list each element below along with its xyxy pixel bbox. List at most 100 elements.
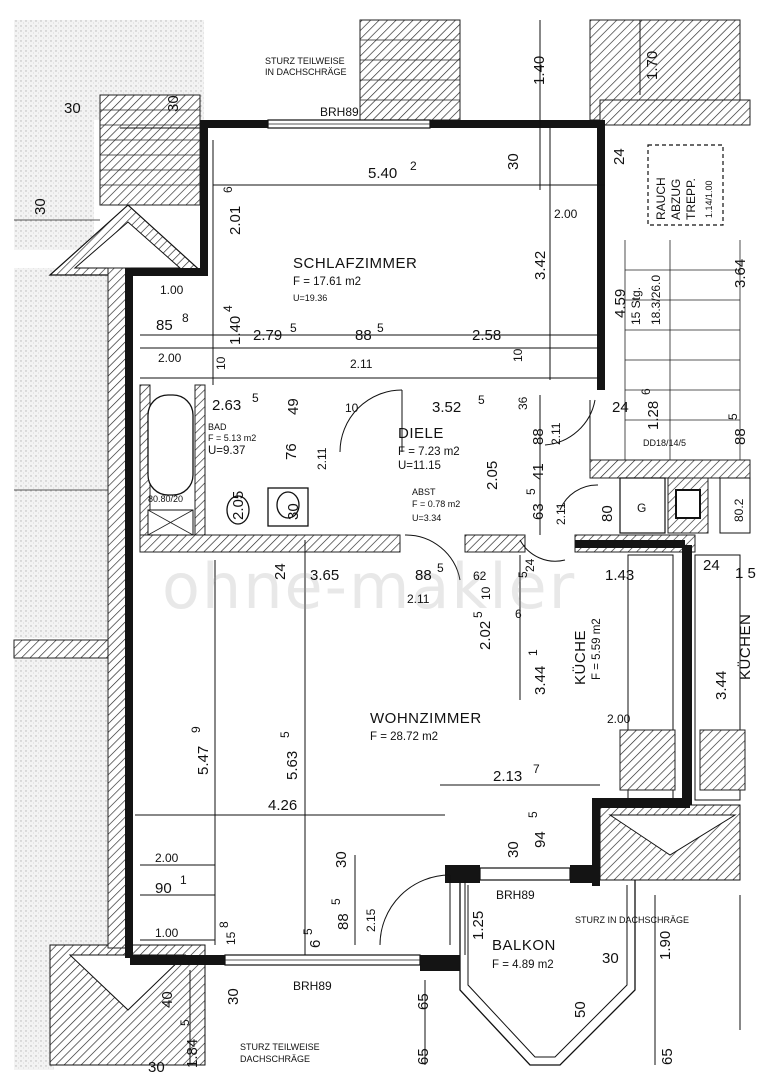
dim-10d: 10 — [479, 586, 493, 600]
dim-211a: 2.11 — [350, 357, 373, 371]
dim-547-sup: 9 — [189, 726, 203, 733]
room-bad-u: U=9.37 — [208, 445, 245, 457]
note-sturz-bottom-1: STURZ TEILWEISE — [240, 1042, 320, 1052]
note-stairs-3: 18.3/26.0 — [649, 275, 663, 325]
dim-65c: 65 — [659, 1048, 676, 1065]
dim-24c: 24 — [272, 563, 289, 580]
note-stairs-1: 4.59 — [612, 289, 629, 318]
dim-365: 3.65 — [310, 567, 339, 584]
dim-30d: 30 — [505, 841, 522, 858]
dim-211b: 2.11 — [315, 447, 329, 470]
room-abst-u: U=3.34 — [412, 513, 441, 523]
dim-10c: 10 — [345, 401, 359, 415]
dim-563-sup: 5 — [278, 731, 292, 738]
dim-170: 1.70 — [644, 51, 661, 80]
dim-30-left: 30 — [32, 198, 49, 215]
note-dd: DD18/14/5 — [643, 438, 686, 448]
dim-547: 5.47 — [195, 746, 212, 775]
room-kueche-area: F = 5.59 m2 — [591, 618, 603, 680]
dim-184-sup: 5 — [178, 1019, 192, 1026]
dim-6b-sup: 5 — [301, 928, 315, 935]
dim-10b: 10 — [511, 348, 525, 362]
room-balkon-area: F = 4.89 m2 — [492, 959, 554, 971]
dim-341: 3.44 — [532, 666, 549, 695]
dim-213-sup: 7 — [533, 762, 540, 776]
dim-41: 41 — [530, 463, 547, 480]
dim-30e: 30 — [225, 988, 242, 1005]
note-g-box: G — [637, 501, 646, 515]
note-stairs-2: 15 Stg. — [629, 287, 643, 325]
note-brh-top: BRH89 — [320, 105, 359, 119]
roof-stairs — [48, 19, 751, 1066]
dim-263: 2.63 — [212, 397, 241, 414]
room-abst-name: ABST — [412, 487, 436, 497]
dim-263-sup: 5 — [252, 391, 259, 405]
dim-15: 1 5 — [735, 565, 756, 582]
dim-211d: 2.11 — [554, 502, 568, 525]
dim-88b: 88 — [732, 428, 749, 445]
room-diele-name: DIELE — [398, 425, 444, 442]
dim-65b: 65 — [415, 1048, 432, 1065]
dim-30-tl: 30 — [64, 100, 81, 117]
dim-6: 6 — [515, 607, 522, 621]
dim-80: 80 — [599, 505, 616, 522]
dim-125: 1.25 — [470, 911, 487, 940]
windows — [224, 119, 571, 966]
dim-279: 2.79 — [253, 327, 282, 344]
dim-88c: 88 — [530, 428, 547, 445]
dim-65a: 65 — [415, 993, 432, 1010]
room-schlafzimmer-u: U=19.36 — [293, 293, 327, 303]
dim-49: 49 — [285, 398, 302, 415]
dim-63-sup: 5 — [524, 488, 538, 495]
dim-128-sup: 6 — [639, 388, 653, 395]
room-bad-area: F = 5.13 m2 — [208, 433, 256, 443]
dim-201: 2.01 — [227, 206, 244, 235]
dim-100-l: 1.00 — [160, 283, 184, 297]
interior-walls — [107, 267, 751, 949]
dim-63: 63 — [530, 503, 547, 520]
dim-90-sup: 1 — [180, 873, 187, 887]
dim-342: 3.42 — [532, 251, 549, 280]
note-sturz-bottom-2: DACHSCHRÄGE — [240, 1054, 310, 1064]
dim-140b-sup: 4 — [221, 305, 235, 312]
dim-279-sup: 5 — [290, 321, 297, 335]
dim-15-b: 15 — [224, 931, 238, 945]
dim-50: 50 — [572, 1001, 589, 1018]
dim-211c: 2.11 — [549, 422, 563, 445]
dim-258: 2.58 — [472, 327, 501, 344]
dim-94: 94 — [532, 831, 549, 848]
dim-88b-sup: 5 — [726, 413, 740, 420]
room-abst-area: F = 0.78 m2 — [412, 499, 460, 509]
dim-24: 24 — [611, 148, 628, 165]
dim-6b: 6 — [307, 940, 324, 948]
dim-190: 1.90 — [657, 931, 674, 960]
dim-205a: 2.05 — [230, 491, 247, 520]
dim-540: 5.40 — [368, 165, 397, 182]
dim-40: 40 — [159, 991, 176, 1008]
dim-426: 4.26 — [268, 797, 297, 814]
dim-85-sup: 8 — [182, 311, 189, 325]
outer-walls — [125, 120, 692, 971]
dim-341-sup: 1 — [526, 649, 540, 656]
note-bath-small: 80.80/20 — [148, 494, 183, 504]
note-sturz-top-2: IN DACHSCHRÄGE — [265, 67, 347, 77]
room-wohnzimmer-name: WOHNZIMMER — [370, 710, 482, 727]
room-balkon-name: BALKON — [492, 937, 556, 954]
room-kueche-name: KÜCHE — [571, 630, 589, 685]
dim-24e: 24 — [703, 557, 720, 574]
dim-802: 80.2 — [732, 498, 746, 522]
dim-30f: 30 — [602, 950, 619, 967]
dim-200-k: 2.00 — [607, 712, 631, 726]
doors — [339, 389, 599, 946]
dim-211e: 2.11 — [407, 592, 430, 606]
dim-88: 88 — [355, 327, 372, 344]
dim-100-b: 1.00 — [155, 926, 179, 940]
dim-5: 5 — [516, 571, 530, 578]
room-bad-name: BAD — [208, 422, 227, 432]
dim-143: 1.43 — [605, 567, 634, 584]
dim-24b: 24 — [612, 399, 629, 416]
dim-215: 2.15 — [364, 908, 378, 932]
dim-128: 1.28 — [645, 401, 662, 430]
room-kuechen-name: KÜCHEN — [736, 614, 754, 680]
dim-24d: 24 — [523, 558, 537, 572]
